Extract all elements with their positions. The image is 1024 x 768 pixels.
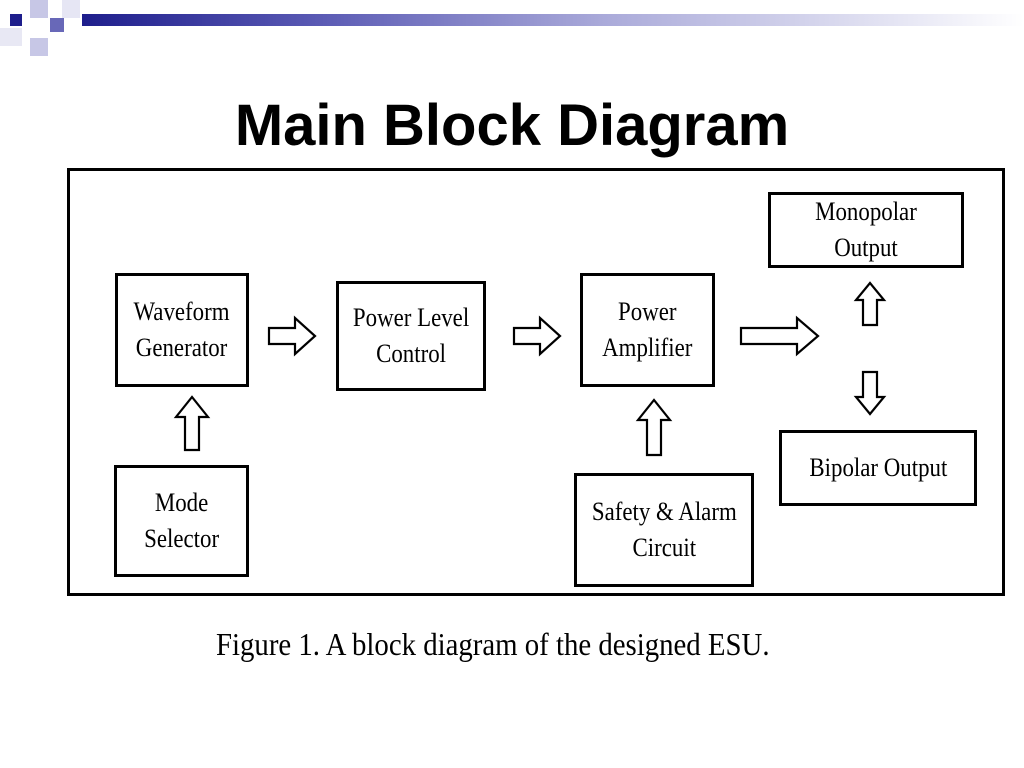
decor-square (50, 18, 64, 32)
slide-title: Main Block Diagram (234, 93, 790, 158)
block-monopolar-output: Monopolar Output (768, 192, 964, 268)
decor-square (0, 28, 22, 46)
decor-square (30, 0, 48, 18)
block-label: Bipolar Output (809, 453, 947, 482)
block-power-amplifier: Power Amplifier (580, 273, 715, 387)
block-label: Mode Selector (144, 488, 219, 553)
block-label: Power Amplifier (602, 297, 693, 362)
block-bipolar-output: Bipolar Output (779, 430, 977, 506)
block-mode-selector: Mode Selector (114, 465, 249, 577)
figure-caption: Figure 1. A block diagram of the designe… (216, 626, 770, 662)
slide-header-decoration (0, 0, 1024, 58)
block-label: Monopolar Output (815, 197, 917, 262)
block-power-level-control: Power Level Control (336, 281, 486, 391)
diagram-frame (67, 168, 1005, 596)
decor-square (62, 0, 80, 18)
block-waveform-generator: Waveform Generator (115, 273, 249, 387)
block-label: Power Level Control (352, 303, 470, 368)
decor-gradient-bar (82, 14, 1024, 26)
decor-square (10, 14, 22, 26)
block-label: Waveform Generator (133, 297, 230, 362)
decor-square (30, 38, 48, 56)
block-label: Safety & Alarm Circuit (591, 497, 737, 562)
block-safety-alarm-circuit: Safety & Alarm Circuit (574, 473, 754, 587)
